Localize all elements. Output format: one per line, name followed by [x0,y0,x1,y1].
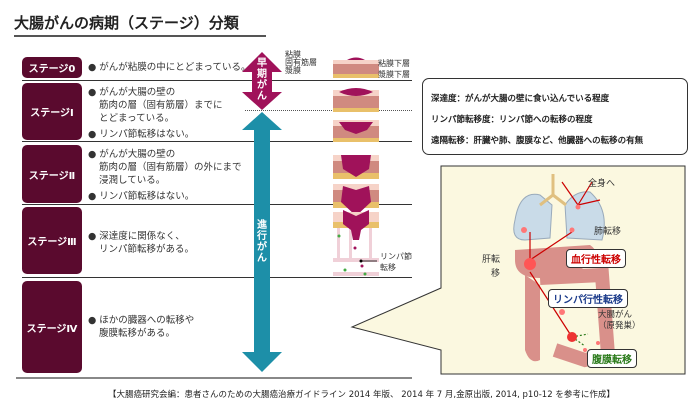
definition-distant: 遠隔転移：肝臓や肺、腹膜など、他臓器への転移の有無 [431,136,644,146]
label-mucosa: 粘膜 [285,50,301,59]
layer-stage2b [333,184,379,216]
label-subserosa: 漿膜下層 [378,70,410,79]
peritoneal-tag: 腹膜転移 [587,349,637,368]
whole-body-label: 全身へ [588,179,616,189]
primary-tumor-label: 大腸がん（原発巣） [598,310,641,332]
early-cancer-arrow [242,52,282,110]
advanced-cancer-label: 進行がん [257,220,267,264]
hematogenous-tag: 血行性転移 [566,249,626,268]
layer-labels-right: 粘膜下層 漿膜下層 [378,58,410,80]
layer-stage1a [333,88,379,112]
stage-3-desc: ● 深達度に関係なく、 リンパ節転移がある。 [88,230,194,256]
stage-1-desc: ● がんが大腸の壁の 筋肉の層（固有筋層）までに とどまっている。 ● リンパ節… [88,86,223,141]
desc-line: ● 深達度に関係なく、 [88,231,185,242]
early-divider [245,110,412,111]
layer-stage1b [333,120,379,142]
lung-meta-label: 肺転移 [594,227,622,237]
divider [22,80,412,81]
definitions-box: 深達度：がんが大腸の壁に食い込んでいる程度 リンパ節転移度：リンパ節への転移の程… [422,78,688,155]
desc-line: ● がんが大腸の壁の [88,87,176,98]
liver-meta-line: 移 [490,269,500,279]
desc-line: ● がんが粘膜の中にとどまっている。 [88,62,251,73]
stage-2-label: ステージⅡ [22,145,82,203]
desc-line: リンパ節転移がある。 [99,244,195,255]
label-muscle: 固有筋層 [285,58,317,67]
desc-line: とどまっている。 [99,113,175,124]
stage-1-label: ステージⅠ [22,83,82,140]
lymph-node-label: リンパ節 転移 [380,251,412,273]
desc-line: 筋肉の層（固有筋層）までに [99,100,223,111]
layer-stage0 [333,57,379,78]
stage-4-label: ステージⅣ [22,281,82,373]
stage-3-label: ステージⅢ [22,207,82,274]
layer-labels-left: 粘膜 固有筋層 漿膜 [285,51,317,75]
page-title: 大腸がんの病期（ステージ）分類 [14,12,266,37]
desc-line: ● リンパ節転移はない。 [88,191,195,202]
desc-line: 浸潤している。 [99,175,166,186]
early-cancer-label: 早期がん [257,58,267,102]
divider [22,204,412,205]
stage-0-label: ステージ0 [22,57,82,78]
desc-line: 腹膜転移がある。 [99,328,176,339]
stage-4-desc: ● ほかの臓器への転移や 腹膜転移がある。 [88,314,194,340]
desc-line: ● がんが大腸の壁の [88,149,176,160]
advanced-cancer-arrow [242,112,282,372]
tumor-layer-diagrams [333,57,379,276]
label-lymph-meta: 転移 [380,263,396,272]
definition-depth: 深達度：がんが大腸の壁に食い込んでいる程度 [431,94,610,104]
organ-metastasis-panel [350,165,686,375]
desc-line: ● ほかの臓器への転移や [88,315,195,326]
footnote: 【大腸癌研究会編：患者さんのための大腸癌治療ガイドライン 2014 年版、 20… [108,390,615,400]
stage-arrows [242,52,282,372]
desc-line: ● リンパ節転移はない。 [88,129,195,140]
lymphatic-tag: リンパ行性転移 [548,289,628,308]
liver-meta-label: 肝転移 [478,253,500,281]
definition-lymph: リンパ節転移度：リンパ節への転移の程度 [431,115,593,125]
layer-stage2a [333,155,379,179]
divider [16,377,412,379]
divider [22,277,412,278]
stage-0-desc: ● がんが粘膜の中にとどまっている。 [88,61,250,74]
divider [22,141,412,142]
liver-meta-line: 肝転 [481,255,500,265]
primary-line: （原発巣） [598,321,641,331]
label-serosa: 漿膜 [285,66,301,75]
desc-line: 筋肉の層（固有筋層）の外にまで [99,162,242,173]
label-submucosa: 粘膜下層 [378,59,410,68]
layer-stage3 [333,210,379,276]
stage-2-desc: ● がんが大腸の壁の 筋肉の層（固有筋層）の外にまで 浸潤している。 ● リンパ… [88,148,242,203]
primary-line: 大腸がん [598,310,633,320]
label-lymph-node: リンパ節 [380,252,412,261]
